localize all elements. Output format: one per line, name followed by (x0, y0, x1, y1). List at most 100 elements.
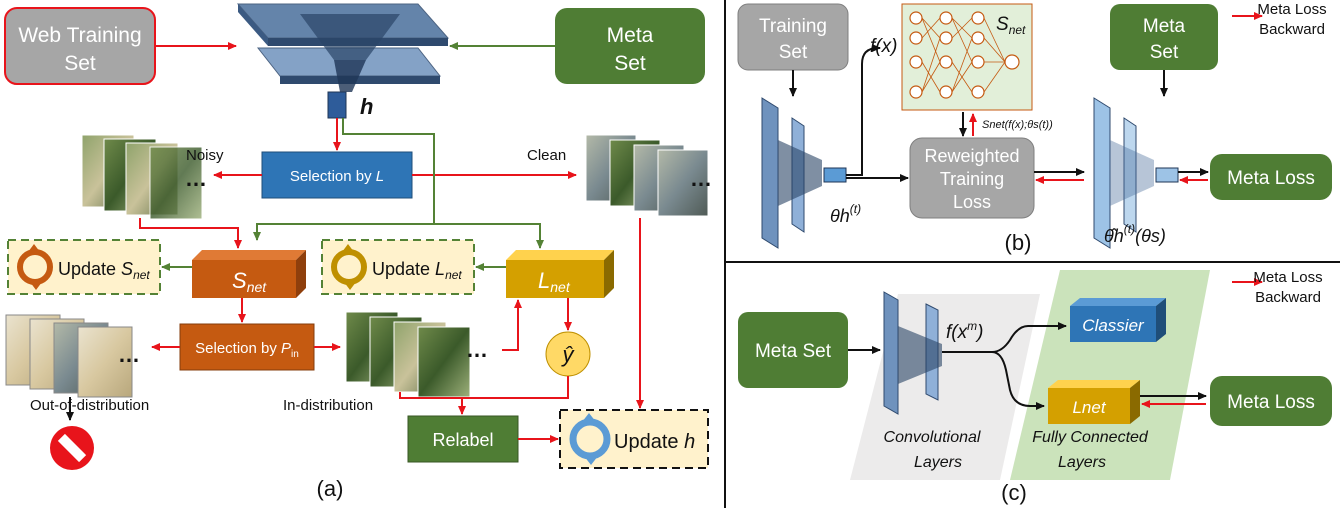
meta-loss-box-b: Meta Loss (1210, 154, 1332, 200)
snet-a-var: S (232, 268, 247, 293)
selection-by-pin-var: P (281, 340, 291, 357)
conv-layers-line1: Convolutional (884, 429, 981, 446)
update-lnet-var: L (435, 259, 445, 279)
legend-c: Meta Loss Backward (1232, 269, 1323, 306)
in-dist-ellipsis: … (466, 337, 488, 362)
svg-text:Snet: Snet (232, 268, 267, 295)
meta-set-box-b: Meta Set (1110, 4, 1218, 70)
legend-b: Meta Loss Backward (1232, 1, 1327, 38)
lnet-c-text: Lnet (1072, 398, 1106, 417)
update-h-var: h (684, 431, 695, 453)
snet-b-sub: net (1009, 23, 1026, 37)
meta-set-b-line1: Meta (1143, 16, 1186, 37)
panel-c-label: (c) (1001, 480, 1027, 505)
h-label: h (360, 94, 373, 119)
panel-c: Meta Set f(xm) Classier Lnet Meta Loss (738, 269, 1332, 505)
snet-mlp: Snet (901, 3, 1033, 111)
fxm-label: f(xm) (946, 319, 983, 343)
update-lnet-sub: net (445, 268, 462, 282)
panel-a: Web Training Set Meta Set h (4, 3, 712, 501)
y-hat-label: ŷ (561, 342, 576, 367)
reweighted-line2: Training (940, 169, 1004, 189)
svg-text:Update Snet: Update Snet (58, 259, 150, 282)
web-training-set-line1: Web Training (18, 24, 141, 47)
fc-layers-line2: Layers (1058, 454, 1106, 471)
noisy-label: Noisy (186, 147, 224, 164)
fx-label-b: f(x) (870, 36, 897, 57)
classifier-text: Classier (1082, 316, 1145, 335)
snet-a-sub: net (247, 279, 268, 295)
svg-text:Update Lnet: Update Lnet (372, 259, 462, 282)
update-snet-var: S (121, 259, 133, 279)
selection-by-l-text: Selection by (290, 168, 376, 185)
ood-label: Out-of-distribution (30, 397, 149, 414)
network-conv-c (883, 291, 942, 415)
in-distribution-images (345, 311, 471, 398)
noisy-images (81, 134, 203, 220)
lnet-a-sub: net (550, 279, 571, 295)
update-lnet-box: Update Lnet (321, 239, 475, 295)
forbidden-icon (50, 426, 94, 470)
svg-text:Selection by L: Selection by L (290, 168, 384, 185)
theta-hat-label: θ̂h(t)(θs) (1104, 222, 1166, 246)
noisy-ellipsis: … (185, 166, 207, 191)
meta-set-c-text: Meta Set (755, 341, 832, 362)
svg-text:Selection by Pin: Selection by Pin (195, 340, 299, 360)
meta-loss-c-text: Meta Loss (1227, 392, 1315, 413)
theta-h-label: θh(t) (830, 202, 861, 226)
in-dist-label: In-distribution (283, 397, 373, 414)
update-snet-box: Update Snet (7, 239, 161, 295)
ood-ellipsis: … (118, 342, 140, 367)
ood-images (5, 314, 133, 398)
lnet-box-c: Lnet (1048, 380, 1140, 424)
selection-by-l-var: L (376, 168, 384, 185)
training-set-b-line2: Set (779, 42, 808, 63)
legend-b-line2: Backward (1259, 21, 1325, 38)
clean-label: Clean (527, 147, 566, 164)
network-theta-hat (1093, 97, 1179, 249)
selection-by-l-box: Selection by L (261, 151, 413, 199)
panel-b: Training Set θh(t) f(x) (737, 1, 1332, 255)
reweighted-loss-box: Reweighted Training Loss (909, 137, 1035, 219)
meta-set-box-a: Meta Set (555, 8, 705, 84)
meta-set-box-c: Meta Set (738, 312, 848, 388)
network-theta-h (761, 97, 847, 249)
meta-loss-box-c: Meta Loss (1210, 376, 1332, 426)
reweighted-line1: Reweighted (924, 146, 1019, 166)
panel-b-label: (b) (1005, 230, 1032, 255)
lnet-a-var: L (538, 268, 550, 293)
web-training-set-line2: Set (64, 52, 96, 75)
reweighted-line3: Loss (953, 192, 991, 212)
conv-layers-line2: Layers (914, 454, 962, 471)
snet-output-label: Snet(f(x);θs(t)) (982, 119, 1053, 131)
meta-set-a-line2: Set (614, 52, 646, 75)
selection-by-pin-text: Selection by (195, 340, 281, 357)
meta-loss-b-text: Meta Loss (1227, 168, 1315, 189)
panel-a-label: (a) (317, 476, 344, 501)
legend-b-line1: Meta Loss (1257, 1, 1326, 18)
svg-text:Lnet: Lnet (538, 268, 571, 295)
snet-b-var: S (996, 14, 1009, 35)
lnet-box-a: Lnet (506, 250, 614, 298)
meta-set-a-line1: Meta (607, 24, 654, 47)
update-snet-sub: net (133, 268, 150, 282)
selection-by-pin-box: Selection by Pin (179, 323, 315, 371)
fc-layers-line1: Fully Connected (1032, 429, 1149, 446)
update-h-text: Update (614, 431, 684, 453)
selection-by-pin-sub: in (291, 349, 299, 360)
update-snet-text: Update (58, 259, 121, 279)
snet-box-a: Snet (192, 250, 306, 298)
update-lnet-text: Update (372, 259, 435, 279)
conv-layers-bg (850, 294, 1040, 480)
legend-c-line2: Backward (1255, 289, 1321, 306)
y-hat-circle: ŷ (545, 331, 591, 377)
clean-images (585, 134, 709, 217)
legend-c-line1: Meta Loss (1253, 269, 1322, 286)
web-training-set-box: Web Training Set (4, 7, 156, 85)
update-h-box: Update h (559, 409, 709, 469)
meta-set-b-line2: Set (1150, 42, 1179, 63)
backbone-network-h: h (236, 3, 450, 119)
relabel-text: Relabel (432, 430, 493, 450)
training-set-box-b: Training Set (737, 3, 849, 71)
